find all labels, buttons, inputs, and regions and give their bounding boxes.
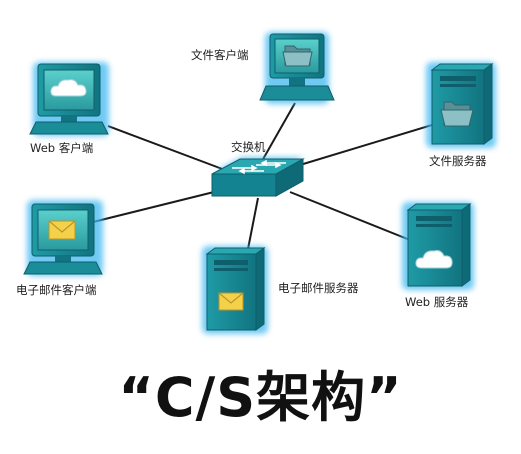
link-web-client — [107, 125, 226, 171]
link-file-server — [289, 124, 433, 169]
link-email-server — [247, 197, 259, 250]
email-server — [202, 246, 268, 334]
file-server-label: 文件服务器 — [429, 154, 487, 168]
links — [92, 102, 433, 250]
web-server — [402, 202, 474, 290]
switch-icon — [211, 157, 305, 197]
file-server — [426, 62, 496, 148]
web-client-computer — [29, 62, 109, 136]
link-email-client — [92, 189, 223, 223]
switch-label: 交换机 — [231, 140, 266, 154]
email-server-label: 电子邮件服务器 — [278, 281, 359, 295]
cloud-icon — [415, 250, 453, 269]
cloud-icon — [50, 79, 87, 97]
file-client-computer — [259, 32, 335, 104]
email-client-computer — [23, 200, 103, 276]
web-server-label: Web 服务器 — [405, 295, 469, 309]
email-client-label: 电子邮件客户端 — [16, 283, 97, 297]
file-client-label: 文件客户端 — [191, 48, 249, 62]
diagram-title: “C/S架构” — [118, 366, 403, 429]
web-client-label: Web 客户端 — [30, 141, 94, 155]
envelope-icon — [48, 220, 76, 240]
folder-icon — [282, 45, 313, 67]
envelope-icon — [218, 292, 244, 311]
link-web-server — [289, 191, 411, 241]
folder-icon — [440, 101, 474, 127]
